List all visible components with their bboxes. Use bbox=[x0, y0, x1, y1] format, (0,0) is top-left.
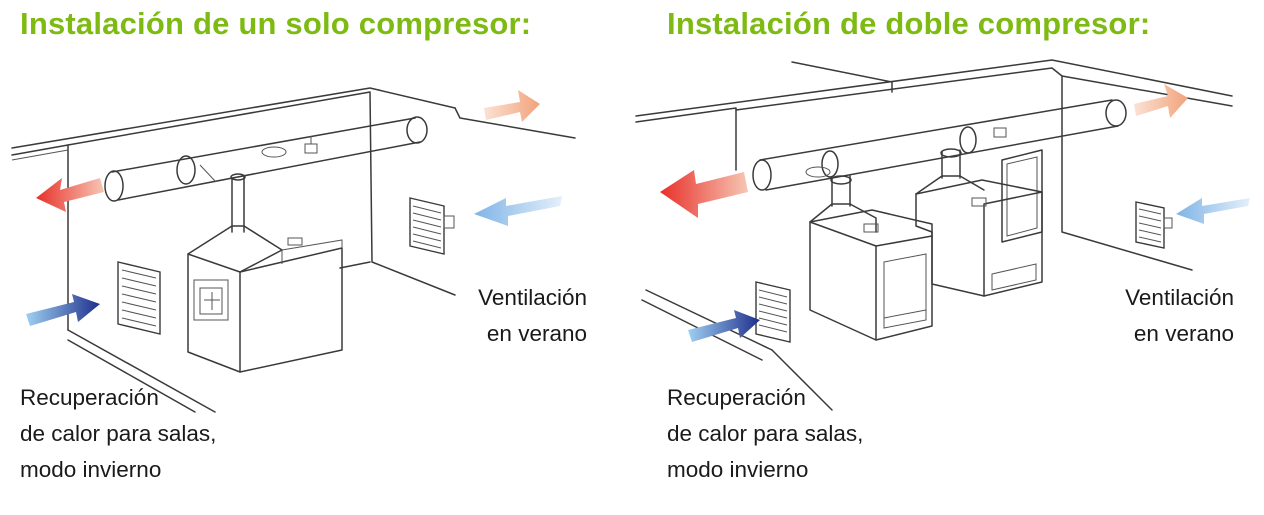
warm-air-exhaust-arrow bbox=[1134, 84, 1188, 118]
ventilation-duct bbox=[104, 116, 428, 202]
winter-label-line-2: de calor para salas, bbox=[20, 421, 217, 446]
intake-grille bbox=[117, 261, 161, 335]
room-walls bbox=[11, 87, 576, 413]
single-compressor-illustration bbox=[11, 87, 576, 413]
hot-air-exhaust-arrow bbox=[660, 170, 748, 218]
intake-grille bbox=[755, 281, 791, 343]
winter-label-line-3: modo invierno bbox=[20, 457, 162, 482]
summer-ventilation-label: Ventilación en verano bbox=[1087, 280, 1234, 352]
compressor-unit-a bbox=[809, 175, 933, 341]
ventilation-duct bbox=[752, 99, 1127, 191]
summer-label-line-1: Ventilación bbox=[1125, 285, 1234, 310]
winter-label-line-1: Recuperación bbox=[20, 385, 159, 410]
warm-air-exhaust-arrow bbox=[484, 90, 540, 122]
single-compressor-title: Instalación de un solo compresor: bbox=[20, 6, 532, 41]
summer-fresh-air-arrow bbox=[1176, 198, 1250, 224]
double-compressor-title: Instalación de doble compresor: bbox=[667, 6, 1151, 41]
winter-heat-recovery-arrow bbox=[688, 310, 760, 342]
summer-label-line-1: Ventilación bbox=[478, 285, 587, 310]
winter-label-line-1: Recuperación bbox=[667, 385, 806, 410]
double-compressor-illustration bbox=[635, 59, 1250, 411]
summer-vent-grille bbox=[409, 197, 455, 255]
single-compressor-panel: Instalación de un solo compresor: bbox=[11, 6, 587, 488]
summer-label-line-2: en verano bbox=[1133, 321, 1234, 346]
summer-vent-grille bbox=[1135, 201, 1173, 249]
hot-air-exhaust-arrow bbox=[36, 178, 104, 212]
winter-label-line-3: modo invierno bbox=[667, 457, 809, 482]
winter-heat-recovery-label: Recuperación de calor para salas, modo i… bbox=[667, 380, 863, 488]
compressor-unit bbox=[187, 173, 343, 373]
winter-heat-recovery-arrow bbox=[26, 294, 100, 326]
summer-ventilation-label: Ventilación en verano bbox=[440, 280, 587, 352]
summer-label-line-2: en verano bbox=[486, 321, 587, 346]
winter-heat-recovery-label: Recuperación de calor para salas, modo i… bbox=[20, 380, 216, 488]
summer-fresh-air-arrow bbox=[474, 196, 562, 226]
double-compressor-panel: Instalación de doble compresor: bbox=[632, 0, 1264, 515]
compressor-unit-b bbox=[915, 148, 1043, 297]
winter-label-line-2: de calor para salas, bbox=[667, 421, 864, 446]
